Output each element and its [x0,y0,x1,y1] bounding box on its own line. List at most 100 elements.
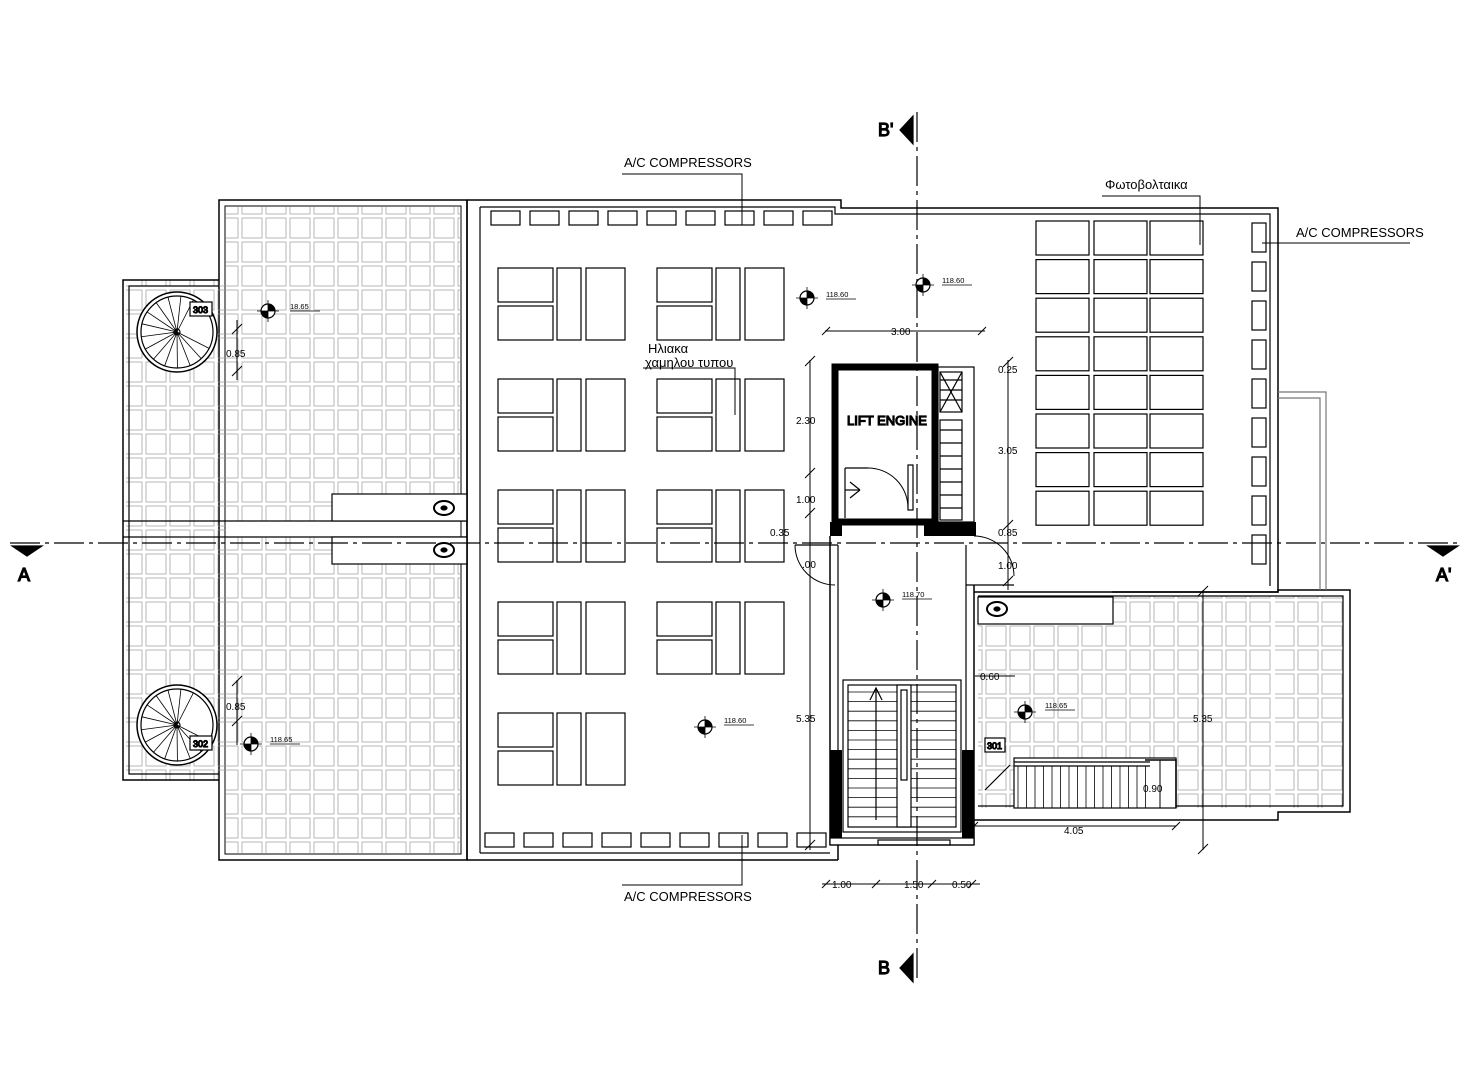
ac-compressor-unit [484,832,515,848]
photovoltaic-array [1035,220,1204,526]
level-value: 118.70 [902,590,924,599]
dim-0-50: 0.50 [952,880,972,891]
ac-compressor-unit [1251,300,1267,331]
level-value: 118.60 [724,716,746,725]
central-roof [466,199,1279,861]
ac-compressor-unit [1251,222,1267,253]
drain-icon [433,500,455,516]
ac-compressor-unit [1251,378,1267,409]
level-marker: 18.65 [257,300,320,322]
pv-panel [1149,452,1204,488]
ac-compressor-unit [640,832,671,848]
ac-compressor-unit [718,832,749,848]
pv-panel [1035,452,1090,488]
solar-water-heater [497,601,626,675]
lift-engine-label: LIFT ENGINE [847,413,927,428]
dim-3-00: 3.00 [891,327,911,338]
annotations: A/C COMPRESSORS A/C COMPRESSORS A/C COMP… [226,155,1424,904]
dim-4-05: 4.05 [1064,826,1084,837]
ac-compressor-unit [529,210,560,226]
pv-panel [1093,490,1148,526]
pv-panel [1093,220,1148,256]
dim-5-35: 5.35 [1193,714,1213,725]
dim-0-90: 0.90 [1143,784,1163,795]
pv-panel [1093,413,1148,449]
dim-0-60: 0.60 [980,672,1000,683]
solar-water-heater [656,489,785,563]
section-line-a: A A' [10,542,1460,586]
pv-panel [1035,336,1090,372]
pv-panel [1035,259,1090,295]
section-b-prime-label: B' [878,120,893,140]
solar-water-heater [497,489,626,563]
ac-compressor-unit [679,832,710,848]
stairwell [794,535,1015,846]
dim-1-00: 1.00 [998,561,1018,572]
solar-water-heater [497,712,626,786]
solar-water-heater [497,378,626,452]
dim-0-85: 0.85 [998,528,1018,539]
level-value: 118.60 [942,276,964,285]
solar-water-heater [656,267,785,341]
leader-lines [622,173,1410,886]
dim-1-00-door: .00 [802,560,816,571]
section-a-prime-label: A' [1436,565,1451,585]
pv-panel [1149,336,1204,372]
ac-compressor-unit [1251,261,1267,292]
solar-heaters-type-label: χαμηλου τυπου [645,355,733,370]
dim-0-85: 0.85 [226,702,246,713]
ac-compressor-unit [562,832,593,848]
section-b-label: B [878,958,890,978]
ac-compressor-unit [724,210,755,226]
ac-compressors-bottom-label: A/C COMPRESSORS [624,889,752,904]
stair-tag-301: 301 [987,741,1002,751]
ac-compressor-unit [757,832,788,848]
drain-icon [986,601,1008,617]
solar-water-heater [656,601,785,675]
level-marker: 118.60 [912,274,972,296]
pv-panel [1035,220,1090,256]
pv-panel [1035,413,1090,449]
spiral-stair-302: 302 [136,684,218,766]
ac-compressor-unit [601,832,632,848]
ac-compressor-unit [1251,339,1267,370]
pv-panel [1093,297,1148,333]
pv-panel [1149,220,1204,256]
dim-1-00: 1.00 [796,495,816,506]
east-terrace: 301 [974,391,1351,821]
pv-panel [1149,490,1204,526]
solar-water-heater [656,378,785,452]
level-value: 118.60 [826,290,848,299]
level-value: 18.65 [290,302,309,311]
level-marker: 118.65 [240,733,300,755]
level-marker: 118.70 [872,589,932,611]
level-marker: 118.60 [694,716,754,738]
pv-panel [1149,259,1204,295]
solar-heaters-label: Ηλιακα [648,341,689,356]
pv-panel [1149,297,1204,333]
ac-compressor-unit [1251,495,1267,526]
solar-water-heater [497,267,626,341]
ac-compressor-unit [802,210,833,226]
stair-tag-303: 303 [193,305,208,315]
ac-compressor-unit [568,210,599,226]
ac-compressor-unit [607,210,638,226]
lift-engine-room: LIFT ENGINE [830,363,976,536]
pv-panel [1093,374,1148,410]
pv-panel [1035,297,1090,333]
level-marker: 118.60 [796,287,856,309]
level-marker: 118.65 [1014,701,1075,723]
ac-compressor-unit [1251,417,1267,448]
ac-compressors-top-label: A/C COMPRESSORS [624,155,752,170]
pv-panel [1035,490,1090,526]
dim-0-35: 0.35 [770,528,790,539]
pv-panel [1035,374,1090,410]
ac-compressor-unit [523,832,554,848]
pv-panel [1093,452,1148,488]
ac-compressors-east-label: A/C COMPRESSORS [1296,225,1424,240]
section-a-label: A [18,565,30,585]
level-value: 118.65 [270,735,292,744]
dim-1-50: 1.50 [904,880,924,891]
dim-0-85: 0.85 [226,349,246,360]
dim-2-30: 2.30 [796,416,816,427]
